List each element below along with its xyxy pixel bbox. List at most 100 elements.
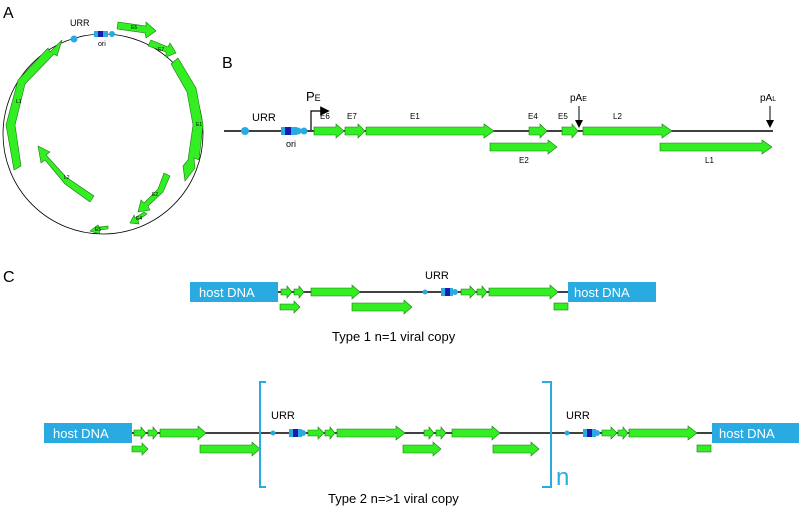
type1-host-left (190, 282, 278, 302)
type2-gene-11 (451, 425, 501, 441)
circle-urr-site (70, 35, 78, 43)
linear-label-e2: E2 (519, 156, 529, 165)
type2-gene-5 (199, 441, 261, 457)
type2-urr-label-1: URR (271, 410, 295, 422)
type2-gene-2 (147, 426, 159, 440)
type1-host-right-label: host DNA (574, 285, 630, 300)
circle-label-e4: E4 (136, 216, 142, 222)
linear-genome: URR ori PE E6 E7 E1 E2 E4 E5 L2 L1 pAE p… (224, 89, 776, 165)
type1-host-left-label: host DNA (199, 285, 255, 300)
type2-gene-9 (423, 426, 435, 440)
linear-gene-e4 (528, 123, 548, 139)
linear-gene-e6 (313, 123, 345, 139)
type1-caption: Type 1 n=1 viral copy (332, 329, 456, 344)
type2-host-right-label: host DNA (719, 426, 775, 441)
type2-ori-site-1 (300, 430, 306, 436)
panel-a-label: A (3, 5, 14, 22)
linear-ori-site-1 (294, 127, 302, 135)
circle-ori-site (109, 31, 115, 37)
type2-ori-core-1 (293, 429, 298, 437)
linear-gene-e5 (561, 123, 579, 139)
type1-gene-9 (553, 302, 569, 311)
linear-urr-site (241, 127, 249, 135)
type1-gene-4 (279, 300, 301, 314)
promoter-arrow (310, 106, 330, 130)
linear-gene-e2 (489, 139, 558, 155)
type1-gene-1 (280, 285, 293, 299)
circle-gene-l2 (37, 145, 95, 203)
linear-label-e7: E7 (347, 112, 357, 121)
circle-ori-label: ori (98, 41, 106, 48)
circle-label-e5: E5 (95, 227, 101, 233)
type2-urr-site-2 (564, 430, 570, 436)
linear-gene-e1 (365, 123, 495, 139)
type1-gene-8 (488, 284, 559, 300)
type2-host-left (44, 423, 132, 443)
linear-label-e6: E6 (320, 112, 330, 121)
linear-ori-label: ori (286, 139, 296, 149)
pae-label: pAE (570, 93, 587, 104)
circle-label-e6: E6 (131, 25, 137, 31)
type1-ori-core (445, 288, 450, 296)
type1-gene-7 (476, 285, 488, 299)
type2-n-label: n (556, 464, 569, 491)
circle-label-e1: E1 (196, 122, 202, 128)
linear-label-l1: L1 (705, 156, 714, 165)
type2-gene-13 (492, 441, 540, 457)
circle-label-l1: L1 (16, 99, 22, 105)
type2-caption: Type 2 n=>1 viral copy (328, 491, 459, 506)
circle-ori-core (98, 31, 103, 37)
circle-gene-e2 (137, 172, 171, 213)
type1-gene-6 (460, 285, 477, 299)
type2-gene-8 (336, 425, 406, 441)
linear-ori-core (285, 127, 291, 135)
type2-host-left-label: host DNA (53, 426, 109, 441)
linear-ori-site-2 (300, 127, 308, 135)
linear-label-e1: E1 (410, 112, 420, 121)
type2-gene-1 (133, 426, 147, 440)
type1-gene-5 (351, 299, 413, 315)
circle-gene-e7 (147, 39, 177, 58)
type1-urr-label: URR (425, 270, 449, 282)
type1-host-right (568, 282, 656, 302)
type2-gene-15 (617, 426, 629, 440)
panel-c-label: C (3, 269, 15, 286)
type2-ori-core-2 (587, 429, 592, 437)
type2-gene-3 (159, 425, 207, 441)
circle-label-e7: E7 (158, 47, 164, 53)
circular-genome: URR ori E6 E7 E1 E2 E4 E5 L2 L1 (2, 18, 204, 235)
type2-urr-site-1 (270, 430, 276, 436)
type1-gene-3 (310, 284, 361, 300)
linear-label-e4: E4 (528, 112, 538, 121)
type1-gene-2 (293, 285, 305, 299)
circle-gene-e4 (129, 211, 148, 225)
type2-gene-7 (324, 426, 336, 440)
circle-gene-e1 (170, 57, 204, 182)
panel-b-label: B (222, 55, 233, 72)
type2-bracket-right (542, 381, 552, 488)
promoter-label: PE (306, 89, 321, 104)
type2-gene-10 (435, 426, 447, 440)
type2-urr-label-2: URR (566, 410, 590, 422)
linear-gene-l1 (659, 139, 773, 155)
circle-gene-e6 (116, 21, 157, 39)
linear-urr-label: URR (252, 112, 276, 124)
type2-integration: host DNA host DNA URR n URR (44, 381, 799, 506)
type2-host-right (712, 423, 799, 443)
type2-ori-site-2 (594, 430, 600, 436)
pal-label: pAL (760, 93, 776, 104)
circle-gene-e5 (89, 224, 109, 235)
type2-gene-6 (307, 426, 325, 440)
type1-integration: host DNA host DNA URR Type 1 n=1 viral c… (190, 270, 656, 344)
linear-label-l2: L2 (613, 112, 622, 121)
type2-bracket-left (259, 381, 266, 488)
type2-gene-17 (696, 444, 712, 453)
circle-gene-l1 (5, 39, 63, 171)
type1-urr-site (422, 289, 428, 295)
circle-label-l2: L2 (64, 175, 70, 181)
circle-label-e2: E2 (152, 192, 158, 198)
circle-urr-label: URR (70, 18, 90, 28)
linear-gene-e7 (344, 123, 366, 139)
linear-label-e5: E5 (558, 112, 568, 121)
